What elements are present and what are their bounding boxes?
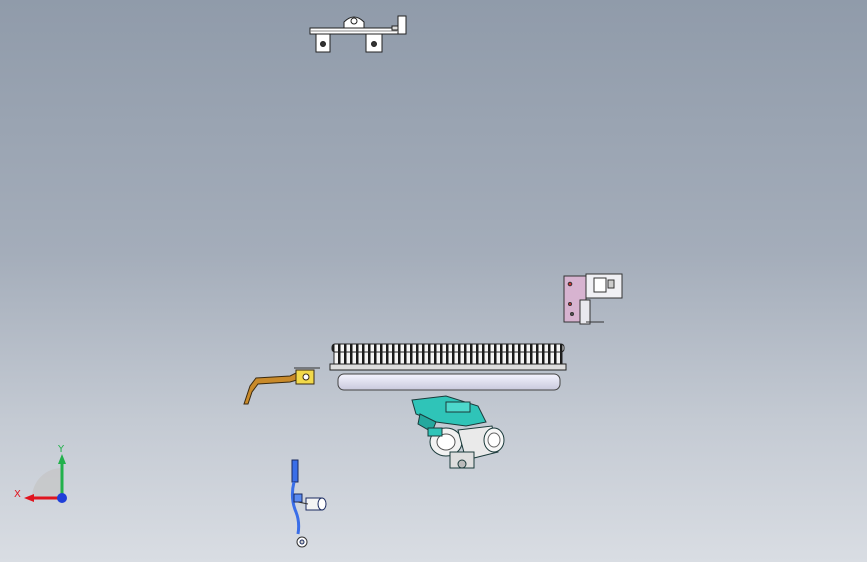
reference-triad: Y X bbox=[14, 444, 67, 503]
hinge-bracket-part[interactable] bbox=[560, 270, 628, 328]
flywheel-ring-gear-part[interactable] bbox=[326, 340, 570, 396]
y-axis-label: Y bbox=[57, 444, 65, 455]
x-axis-label: X bbox=[14, 489, 21, 500]
pedal-lever-part[interactable] bbox=[240, 364, 324, 408]
z-axis-dot bbox=[57, 493, 67, 503]
mounting-bracket-part[interactable] bbox=[306, 10, 412, 56]
pump-housing-part[interactable] bbox=[406, 392, 512, 476]
hose-assembly-part[interactable] bbox=[284, 458, 330, 550]
